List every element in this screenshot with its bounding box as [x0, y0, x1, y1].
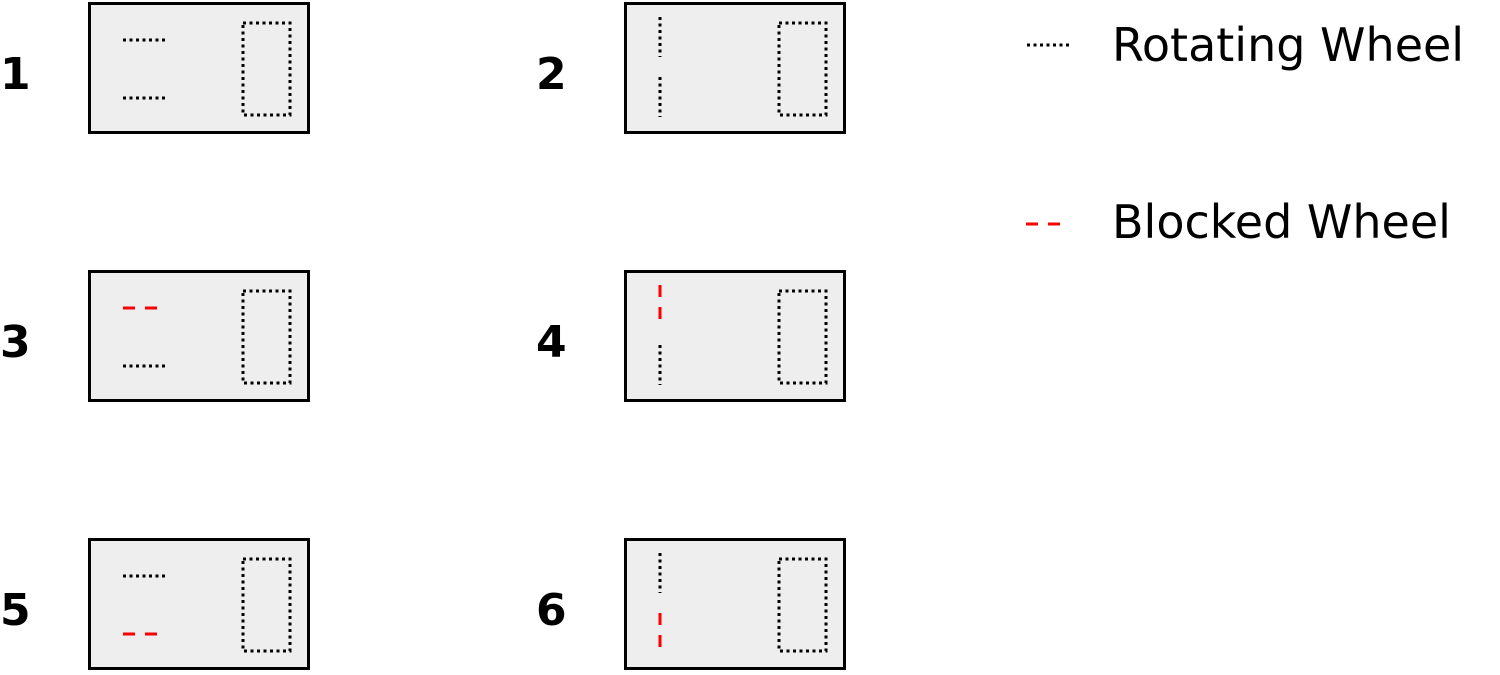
rear-wheel-outline	[777, 289, 828, 385]
dotted-line-icon	[1027, 43, 1069, 47]
rear-wheel-outline	[777, 557, 828, 653]
config-svg-3	[123, 289, 292, 385]
rear-wheel-outline	[241, 21, 292, 117]
config-diagram-2	[624, 2, 846, 134]
config-diagram-1	[88, 2, 310, 134]
config-label-5: 5	[0, 585, 31, 636]
config-label-4: 4	[536, 317, 567, 368]
config-diagram-4	[624, 270, 846, 402]
config-svg-2	[658, 17, 828, 117]
legend-rotating-label: Rotating Wheel	[1112, 18, 1465, 72]
rear-wheel-outline	[241, 289, 292, 385]
config-svg-4	[658, 285, 828, 385]
config-diagram-6	[624, 538, 846, 670]
legend-blocked-label: Blocked Wheel	[1112, 195, 1451, 249]
rear-wheel-outline	[777, 21, 828, 117]
config-svg-1	[123, 21, 292, 117]
config-label-1: 1	[0, 49, 31, 100]
config-diagram-3	[88, 270, 310, 402]
config-diagram-5	[88, 538, 310, 670]
config-svg-6	[658, 553, 828, 653]
config-label-2: 2	[536, 49, 567, 100]
config-label-3: 3	[0, 317, 31, 368]
config-label-6: 6	[536, 585, 567, 636]
rear-wheel-outline	[241, 557, 292, 653]
config-svg-5	[123, 557, 292, 653]
dashed-line-icon	[1026, 222, 1070, 226]
